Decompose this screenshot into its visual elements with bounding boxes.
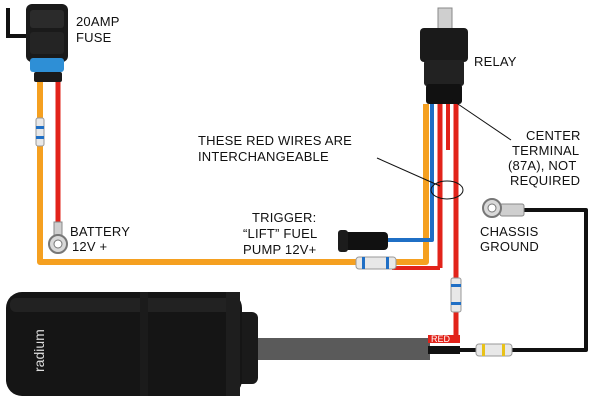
pump-black-tail [428, 346, 460, 354]
trigger-label-line1: TRIGGER: [252, 210, 316, 225]
center-terminal-line1: CENTER [526, 128, 581, 143]
fuse-label-line2: FUSE [76, 30, 112, 45]
relay-label: RELAY [474, 54, 517, 69]
chassis-label-line2: GROUND [480, 239, 539, 254]
fuse-label-line1: 20AMP [76, 14, 120, 29]
center-terminal-line4: REQUIRED [510, 173, 580, 188]
fuse-wire-splices [35, 117, 45, 147]
red-wire-splice [450, 277, 462, 313]
trigger-connector [338, 230, 388, 252]
center-terminal-line2: TERMINAL [512, 143, 579, 158]
relay [420, 7, 468, 104]
callout-leaders [376, 99, 512, 200]
chassis-ground-ring [482, 198, 525, 218]
main-splice [355, 256, 397, 270]
wire-label-red: RED [431, 334, 451, 344]
fuel-pump [6, 292, 430, 396]
wire-label-black: BLACK [431, 353, 461, 363]
trigger-label-line2: “LIFT” FUEL [243, 226, 317, 241]
pump-cable [258, 338, 430, 360]
center-terminal-line3: (87A), NOT [508, 158, 576, 173]
pump-red-tail [428, 335, 460, 343]
battery-ring-terminal [48, 221, 68, 254]
black-wire-splice [475, 343, 513, 357]
fuse-holder [6, 4, 68, 82]
orange-wire-fuse-to-relay [37, 82, 429, 265]
blue-wire-relay-to-trigger [388, 104, 434, 242]
pump-brand-text: radium [31, 329, 47, 372]
red-wires-line1: THESE RED WIRES ARE [198, 133, 352, 148]
battery-label-line1: BATTERY [70, 224, 130, 239]
trigger-label-line3: PUMP 12V+ [243, 242, 316, 257]
chassis-label-line1: CHASSIS [480, 224, 539, 239]
fuse-blue-seal [30, 58, 64, 72]
red-wires-line2: INTERCHANGEABLE [198, 149, 329, 164]
battery-label-line2: 12V + [72, 239, 107, 254]
